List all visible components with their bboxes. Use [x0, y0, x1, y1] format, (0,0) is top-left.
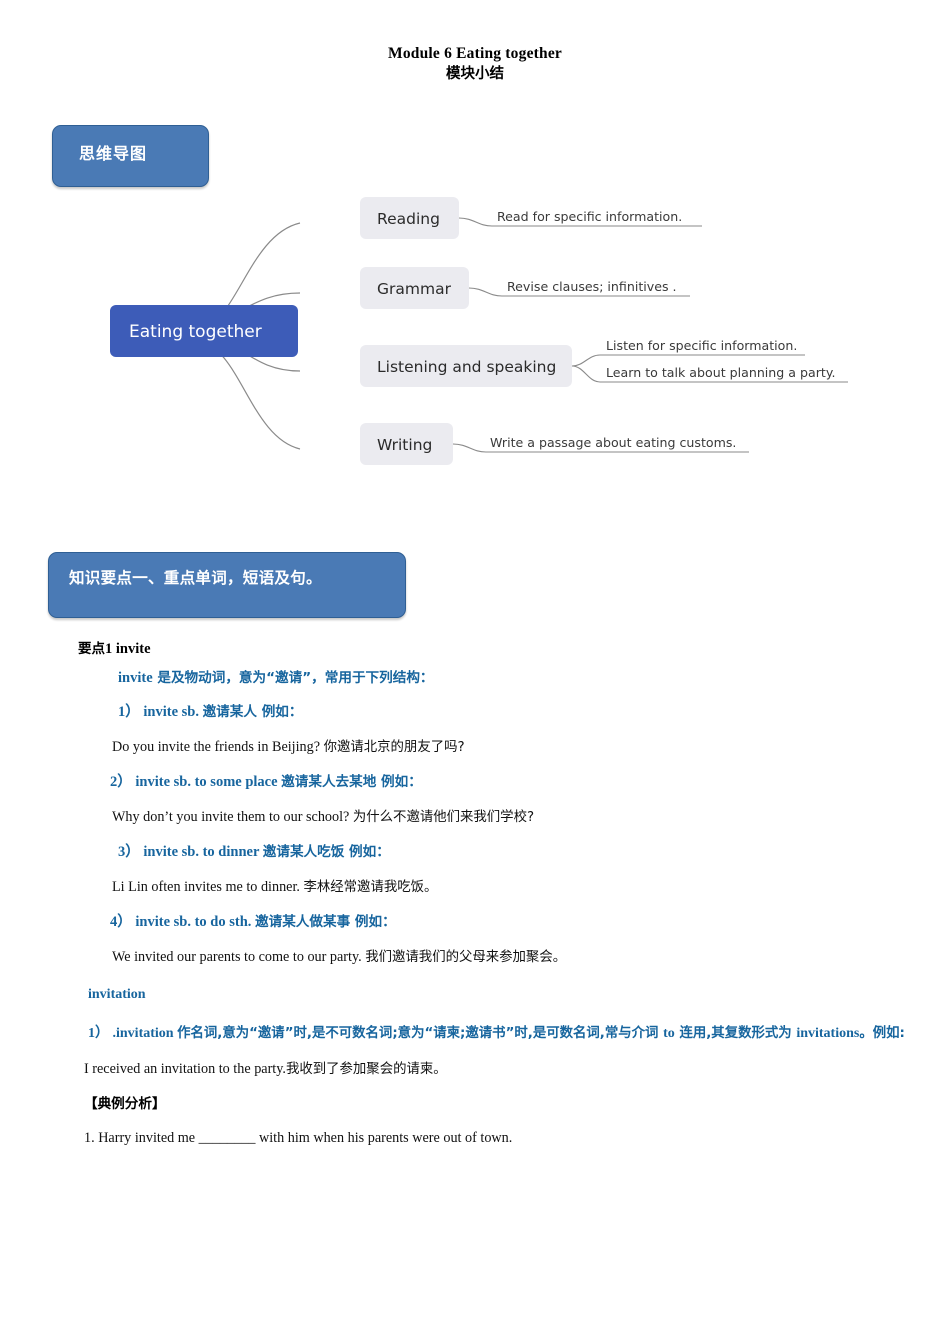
structure-cn-2: 邀请某人去某地: [281, 774, 377, 790]
example-line-3: Li Lin often invites me to dinner. 李林经常邀…: [0, 870, 950, 905]
invitation-rule-num: 1）: [88, 1026, 109, 1041]
example-en-2: Why don’t you invite them to our school?: [112, 809, 353, 825]
content-body: 要点1 invite invite 是及物动词，意为“邀请”，常用于下列结构： …: [0, 636, 950, 1155]
structure-cn-4: 邀请某人做某事: [255, 914, 351, 930]
quiz-pre-text: 1. Harry invited me: [84, 1130, 199, 1146]
mindmap-center-node: Eating together: [110, 305, 298, 357]
structure-eg-2: 例如：: [376, 774, 422, 790]
structure-num-3: 3）: [118, 844, 140, 860]
mindmap-section-label: 思维导图: [79, 144, 148, 163]
mindmap-leaf-reading-0: Read for specific information.: [497, 209, 682, 224]
mindmap-branch-reading: Reading Read for specific information.: [360, 197, 702, 239]
example-en-1: Do you invite the friends in Beijing?: [112, 739, 324, 755]
structure-cn-3: 邀请某人吃饭: [262, 844, 345, 860]
example-en-3: Li Lin often invites me to dinner.: [112, 879, 304, 895]
analysis-header: 【典例分析】: [84, 1096, 166, 1112]
points-section-header: 知识要点一、重点单词，短语及句。: [48, 552, 406, 618]
example-line-2: Why don’t you invite them to our school?…: [0, 800, 950, 835]
points-section-label: 知识要点一、重点单词，短语及句。: [69, 569, 322, 587]
title-english: Module 6 Eating together: [388, 45, 562, 62]
mindmap-leaf-writing-0: Write a passage about eating customs.: [490, 435, 736, 450]
invite-intro-line: invite 是及物动词，意为“邀请”，常用于下列结构：: [0, 662, 950, 695]
example-cn-2: 为什么不邀请他们来我们学校?: [352, 810, 535, 825]
structure-en-3: invite sb. to dinner: [139, 844, 263, 860]
mindmap-branch-label-writing: Writing: [377, 436, 432, 454]
example-cn-1: 你邀请北京的朋友了吗?: [323, 740, 465, 755]
mindmap-branch-label-listening: Listening and speaking: [377, 358, 556, 376]
invitation-rule-en2: to: [663, 1026, 675, 1041]
page-title: Module 6 Eating together 模块小结: [0, 44, 950, 85]
connector-writing: [197, 340, 301, 450]
quiz-question-1: 1. Harry invited me ________ with him wh…: [0, 1121, 950, 1155]
invite-intro-cn: 是及物动词，意为“邀请”，常用于下列结构：: [152, 670, 434, 686]
quiz-post-text: with him when his parents were out of to…: [255, 1130, 513, 1146]
example-line-4: We invited our parents to come to our pa…: [0, 940, 950, 975]
key-point-heading: 要点1 invite: [0, 636, 950, 662]
example-line-1: Do you invite the friends in Beijing? 你邀…: [0, 730, 950, 765]
mindmap-branch-listening: Listening and speaking Listen for specif…: [360, 338, 848, 387]
key-point-word: invite: [115, 641, 151, 657]
mindmap-leaf-grammar-0: Revise clauses; infinitives .: [507, 279, 677, 294]
mindmap-branch-writing: Writing Write a passage about eating cus…: [360, 423, 749, 465]
example-cn-3: 李林经常邀请我吃饭。: [303, 880, 438, 895]
invitation-word: invitation: [88, 987, 146, 1002]
structure-num-2: 2）: [110, 774, 132, 790]
mindmap-center-label: Eating together: [129, 322, 262, 342]
structure-num-4: 4）: [110, 914, 132, 930]
structure-num-1: 1）: [118, 704, 140, 720]
mindmap-section-header: 思维导图: [52, 125, 209, 187]
quiz-blank: ________: [198, 1130, 256, 1146]
invitation-example-en: I received an invitation to the party.: [84, 1061, 286, 1077]
example-cn-4: 我们邀请我们的父母来参加聚会。: [365, 950, 567, 965]
invitation-example: I received an invitation to the party.我收…: [0, 1052, 950, 1087]
structure-eg-3: 例如：: [344, 844, 390, 860]
structure-en-1: invite sb.: [139, 704, 203, 720]
structure-item-3: 3） invite sb. to dinner 邀请某人吃饭 例如：: [0, 835, 950, 870]
mindmap-branch-label-grammar: Grammar: [377, 280, 452, 298]
invitation-rule-cn1: 作名词,意为“邀请”时,是不可数名词;意为“请柬;邀请书”时,是可数名词,常与介…: [177, 1026, 664, 1041]
invitation-rule: 1） .invitation 作名词,意为“邀请”时,是不可数名词;意为“请柬;…: [0, 1015, 950, 1052]
key-point-number: 1: [105, 641, 113, 657]
structure-en-4: invite sb. to do sth.: [131, 914, 256, 930]
mindmap-branch-grammar: Grammar Revise clauses; infinitives .: [360, 267, 690, 309]
invite-intro-en: invite: [118, 670, 153, 686]
key-point-label: 要点: [78, 641, 105, 657]
mindmap-branch-label-reading: Reading: [377, 210, 440, 228]
invitation-rule-cn3: 。例如:: [859, 1026, 905, 1041]
mindmap-leaf-listening-1: Learn to talk about planning a party.: [606, 365, 836, 380]
structure-item-2: 2） invite sb. to some place 邀请某人去某地 例如：: [0, 765, 950, 800]
mindmap-leaf-listening-0: Listen for specific information.: [606, 338, 797, 353]
invitation-rule-en1: .invitation: [109, 1026, 178, 1041]
structure-item-4: 4） invite sb. to do sth. 邀请某人做某事 例如：: [0, 905, 950, 940]
invitation-rule-en3: invitations: [796, 1026, 860, 1041]
invitation-rule-cn2: 连用,其复数形式为: [674, 1026, 797, 1041]
invitation-example-cn: 我收到了参加聚会的请柬。: [285, 1062, 447, 1077]
structure-cn-1: 邀请某人: [202, 704, 257, 720]
structure-eg-1: 例如：: [256, 704, 303, 720]
structure-eg-4: 例如：: [350, 914, 396, 930]
structure-item-1: 1） invite sb. 邀请某人 例如：: [0, 695, 950, 730]
mindmap-diagram: Eating together Reading Read for specifi…: [0, 175, 950, 485]
structure-en-2: invite sb. to some place: [131, 774, 282, 790]
title-chinese: 模块小结: [446, 66, 504, 82]
example-en-4: We invited our parents to come to our pa…: [112, 949, 366, 965]
